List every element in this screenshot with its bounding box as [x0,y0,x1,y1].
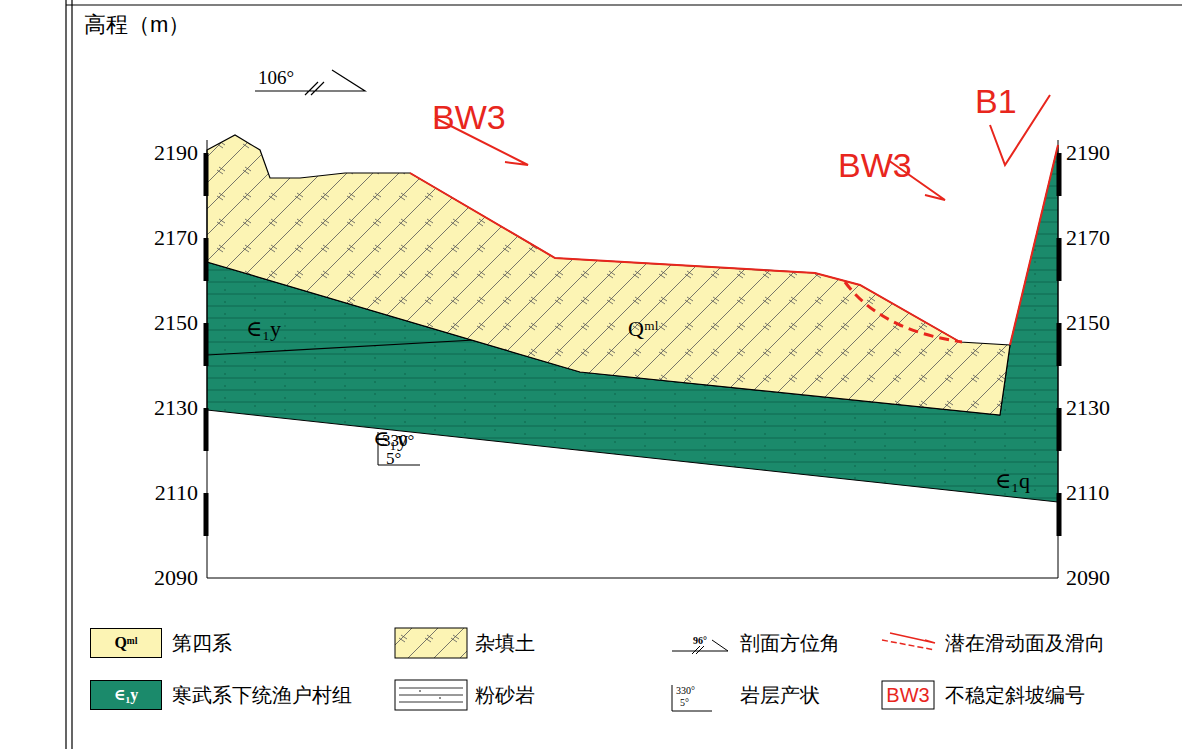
legend-text: 寒武系下统渔户村组 [172,685,352,705]
axis-tick: 2190 [1066,142,1110,164]
axis-tick: 2190 [154,142,198,164]
axis-tick: 2150 [154,312,198,334]
legend-text: 不稳定斜坡编号 [945,685,1085,705]
legend-symbol: 96° [693,636,707,646]
axis-tick: 2130 [1066,397,1110,419]
axis-tick: 2110 [155,482,198,504]
legend-text: 岩层产状 [740,685,820,705]
legend-text: 杂填土 [475,633,535,653]
slope-id: B1 [975,84,1017,118]
stratum-code: ∈₁q [995,470,1030,492]
axis-tick: 2170 [154,227,198,249]
stratum-code: Qᵐˡ [628,318,658,340]
label: 高程（m） [84,14,190,36]
legend-text: 剖面方位角 [740,633,840,653]
slope-id: BW3 [838,148,912,182]
slope-id: BW3 [886,685,929,705]
legend-symbol: 5° [680,698,689,708]
slope-id: BW3 [432,100,506,134]
axis-tick: 2170 [1066,227,1110,249]
legend-symbol: Qᵐˡ [114,635,137,651]
axis-tick: 2130 [154,397,198,419]
stratum-code: ∈₁y [246,318,281,340]
legend-text: 第四系 [172,633,232,653]
legend-text: 粉砂岩 [475,685,535,705]
axis-tick: 2090 [154,567,198,589]
axis-tick: 2110 [1066,482,1109,504]
axis-tick: 2090 [1066,567,1110,589]
label: 5° [386,450,401,467]
label: 330° [382,432,414,449]
legend-symbol: ∈₁y [114,687,139,703]
legend-symbol: 330° [676,686,695,696]
label: 106° [258,68,294,87]
axis-tick: 2150 [1066,312,1110,334]
legend-text: 潜在滑动面及滑向 [945,633,1105,653]
